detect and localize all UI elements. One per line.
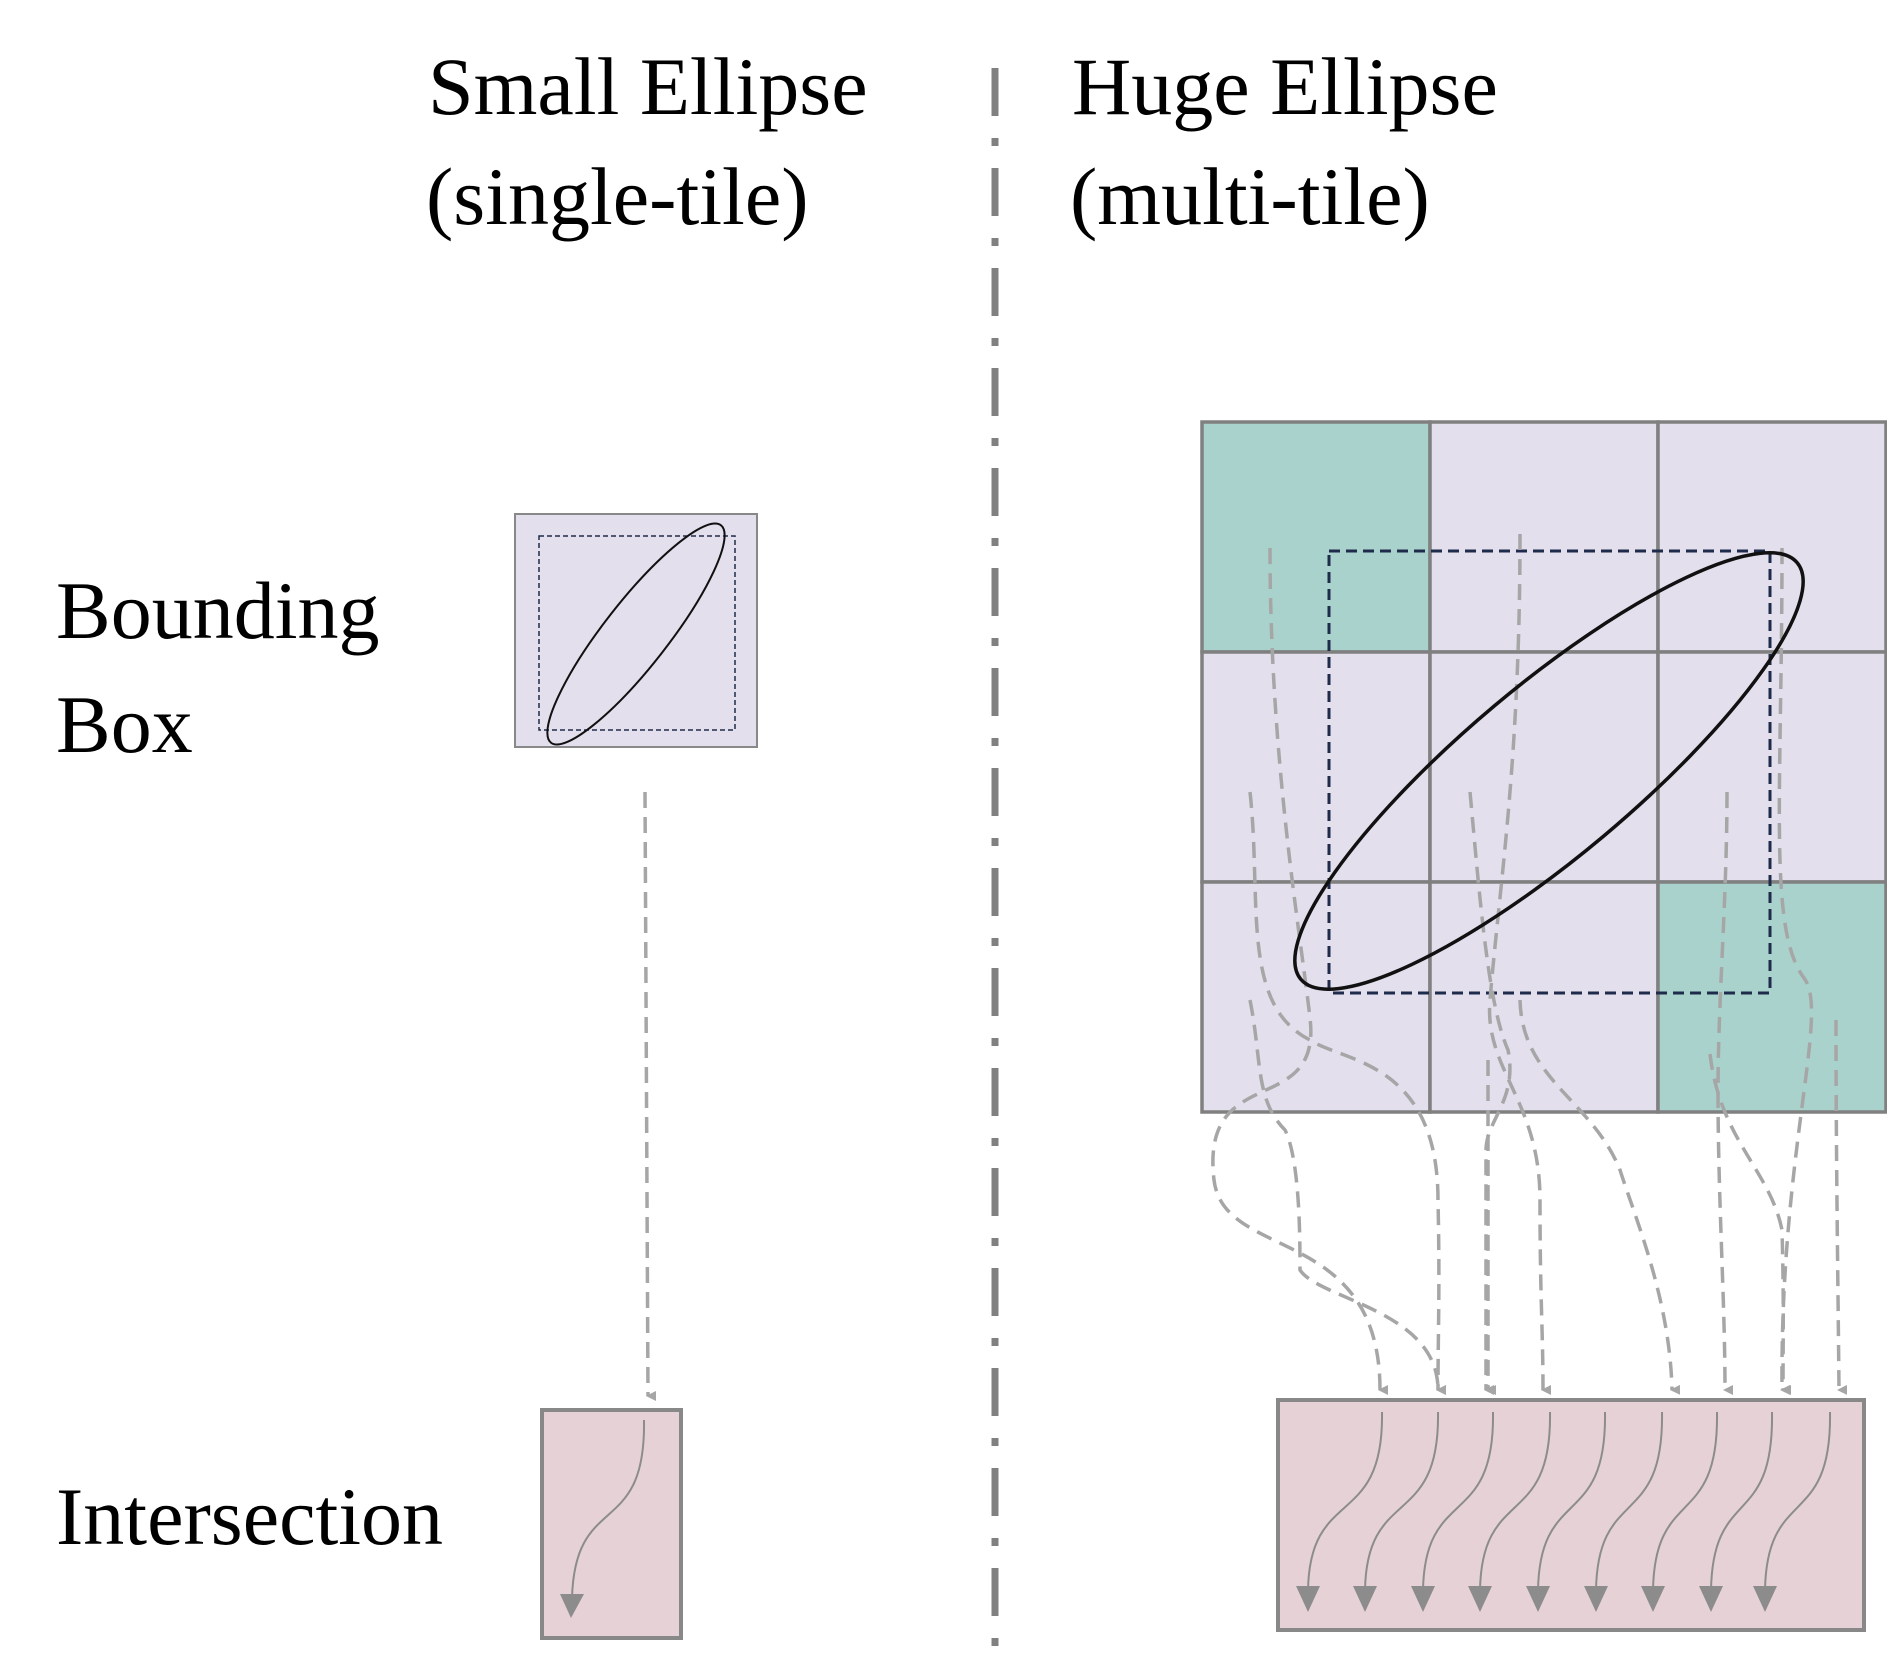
small-intersection-group — [540, 1408, 683, 1640]
grid-tile-r1-c2 — [1656, 650, 1887, 884]
small-bounding-box — [538, 535, 736, 731]
small-ellipse — [546, 522, 726, 746]
intersection-arrowhead-3 — [1411, 1586, 1435, 1612]
grid-tile-r0-c0 — [1200, 420, 1432, 654]
grid-tile-r2-c2 — [1656, 880, 1887, 1114]
intersection-arrowhead-2 — [1353, 1586, 1377, 1612]
intersection-arrowhead-8 — [1699, 1586, 1723, 1612]
small-panel-title-line1: Small Ellipse — [428, 41, 868, 132]
tile-flow-arrow-11 — [1834, 1019, 1848, 1395]
huge-panel-title-line2: (multi-tile) — [1070, 151, 1430, 242]
intersection-arrow-2 — [1364, 1411, 1440, 1591]
small-flow-arrow — [643, 791, 657, 1401]
small-intersection-box — [540, 1408, 683, 1640]
intersection-arrowhead-4 — [1468, 1586, 1492, 1612]
huge-panel-title-line1: Huge Ellipse — [1072, 41, 1498, 132]
small-intersection-arrowhead — [560, 1594, 584, 1618]
small-intersection-arrow — [571, 1419, 646, 1599]
grid-tile-r1-c1 — [1428, 650, 1660, 884]
small-tile-group — [514, 513, 758, 748]
intersection-arrow-5 — [1537, 1411, 1607, 1591]
tile-flow-arrow-7 — [1518, 999, 1681, 1395]
intersection-arrow-1 — [1307, 1411, 1384, 1591]
grid-tile-r1-c0 — [1200, 650, 1432, 884]
tile-grid — [1200, 420, 1887, 1114]
intersection-arrow-3 — [1422, 1411, 1495, 1591]
small-tile — [514, 513, 758, 748]
intersection-arrowhead-7 — [1641, 1586, 1665, 1612]
tile-flow-arrow-4 — [1487, 533, 1552, 1395]
intersection-arrow-7 — [1652, 1411, 1719, 1591]
row-label-intersection: Intersection — [56, 1471, 443, 1562]
huge-ellipse — [1293, 551, 1805, 991]
huge-intersection-group — [1276, 1398, 1866, 1632]
intersection-arrowhead-5 — [1526, 1586, 1550, 1612]
tile-flow-arrow-8 — [1716, 791, 1734, 1395]
row-label-bounding-box-line2: Box — [56, 679, 193, 770]
grid-tile-r0-c2 — [1656, 420, 1887, 654]
tile-flow-arrow-2 — [1248, 791, 1447, 1396]
intersection-arrows — [1296, 1411, 1832, 1612]
grid-tile-r2-c1 — [1428, 880, 1660, 1114]
intersection-arrowhead-9 — [1753, 1586, 1777, 1612]
grid-tile-r2-c0 — [1200, 880, 1432, 1114]
intersection-arrow-6 — [1595, 1411, 1664, 1591]
intersection-arrowhead-6 — [1584, 1586, 1608, 1612]
intersection-arrow-8 — [1710, 1411, 1774, 1591]
small-panel-title-line2: (single-tile) — [426, 151, 809, 242]
tile-flow-arrow-1 — [1211, 547, 1389, 1395]
grid-tile-r0-c1 — [1428, 420, 1660, 654]
tile-flow-arrow-3 — [1248, 999, 1447, 1395]
tile-flow-arrow-9 — [1777, 547, 1814, 1395]
row-label-bounding-box-line1: Bounding — [56, 565, 379, 656]
intersection-arrow-9 — [1764, 1411, 1832, 1591]
intersection-arrow-4 — [1479, 1411, 1552, 1591]
tile-flow-arrow-10 — [1708, 1053, 1792, 1396]
intersection-arrowhead-1 — [1296, 1586, 1320, 1612]
